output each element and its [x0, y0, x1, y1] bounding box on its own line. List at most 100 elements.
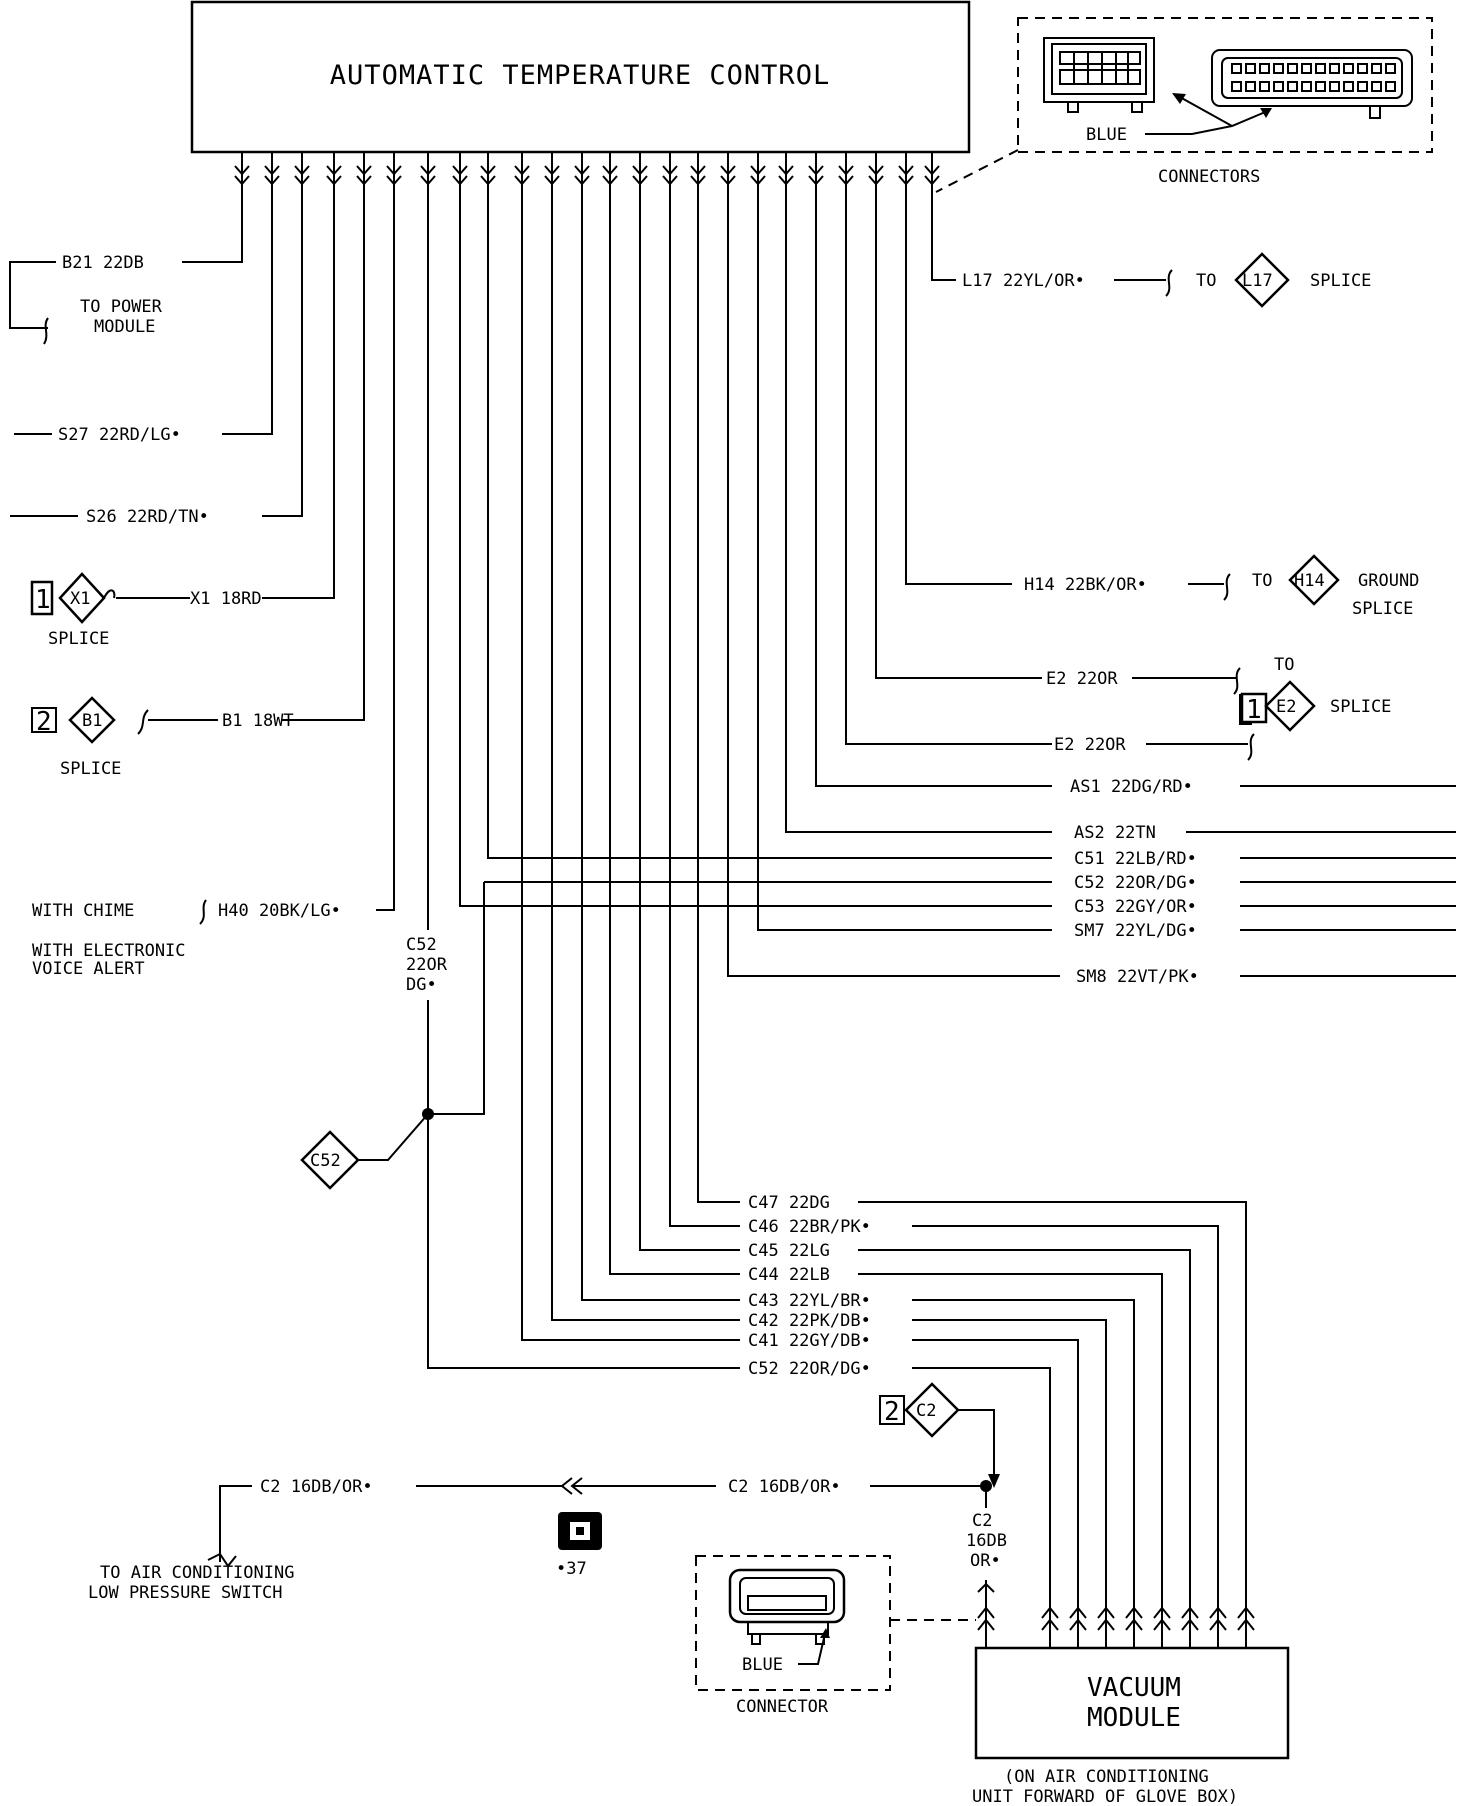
- vacuum-module-title-2: MODULE: [1087, 1703, 1181, 1733]
- wire-sm8: [727, 178, 1060, 977]
- wire-c42: [551, 178, 740, 1321]
- splice-c52: C52: [300, 1130, 360, 1190]
- wire-b1: [282, 178, 365, 721]
- b1-splice-label: SPLICE: [60, 759, 121, 779]
- wire-as2-label: AS2 22TN: [1074, 823, 1156, 843]
- c2-vert-2: 16DB: [966, 1531, 1007, 1551]
- connector-pin: [1245, 63, 1256, 74]
- c52-vert-1: C52: [406, 935, 437, 955]
- top-connectors-leader: [935, 149, 1019, 193]
- wire-c2a-label: C2 16DB/OR•: [260, 1477, 373, 1497]
- connector-pin: [1315, 63, 1326, 74]
- bottom-blue-label: BLUE: [742, 1655, 783, 1675]
- wire-c53-label: C53 22GY/OR•: [1074, 897, 1197, 917]
- connector-pin: [1371, 81, 1382, 92]
- wire-x1: [262, 178, 335, 599]
- h14-to-label: TO: [1252, 571, 1272, 591]
- connector-pin: [1287, 63, 1298, 74]
- connector-pin: [1231, 81, 1242, 92]
- wire-as1: [815, 178, 1052, 787]
- connector-pin: [1301, 63, 1312, 74]
- connector-pin: [1343, 63, 1354, 74]
- wire-c42-label: C42 22PK/DB•: [748, 1311, 871, 1331]
- wire-b21-ext: [9, 261, 56, 329]
- large-connector-icon: [1211, 49, 1413, 119]
- svg-text:X1: X1: [70, 589, 90, 609]
- wire-c44-label: C44 22LB: [748, 1265, 830, 1285]
- h14-ground-label: GROUND: [1358, 571, 1419, 591]
- wire-sm7-label: SM7 22YL/DG•: [1074, 921, 1197, 941]
- connector-pin: [1315, 81, 1326, 92]
- connector-pin: [1259, 63, 1270, 74]
- vacuum-module-box: [974, 1646, 1290, 1760]
- wire-h40: [376, 178, 395, 911]
- atc-module-title: AUTOMATIC TEMPERATURE CONTROL: [330, 60, 830, 91]
- svg-text:B1: B1: [82, 711, 102, 731]
- splice-h14: H14: [1288, 554, 1340, 606]
- connector-pin: [1343, 81, 1354, 92]
- c52-vert-3: DG•: [406, 975, 437, 995]
- wire-c46: [669, 178, 740, 1227]
- svg-text:C2: C2: [916, 1401, 936, 1421]
- wire-c53: [459, 178, 1052, 907]
- splice-e2: 1 E2: [1240, 680, 1316, 732]
- connector-pin: [1329, 81, 1340, 92]
- wire-as1-label: AS1 22DG/RD•: [1070, 777, 1193, 797]
- to-power-module-1: TO POWER: [80, 297, 163, 317]
- l17-splice-label: SPLICE: [1310, 271, 1371, 291]
- wire-c41-label: C41 22GY/DB•: [748, 1331, 871, 1351]
- wire-sm8-label: SM8 22VT/PK•: [1076, 967, 1199, 987]
- svg-text:H14: H14: [1294, 571, 1325, 591]
- ground-ref-label: •37: [556, 1559, 587, 1579]
- atc-pin-arrows: [234, 152, 940, 186]
- atc-module-box: [190, 0, 971, 154]
- splice-x1: 1 X1: [30, 572, 116, 624]
- wire-c45: [639, 178, 740, 1251]
- wire-c45-label: C45 22LG: [748, 1241, 830, 1261]
- wire-c52b-label: C52 22OR/DG•: [748, 1359, 871, 1379]
- vacuum-pin-arrows: [977, 1606, 1255, 1648]
- wire-e2-lower-label: E2 22OR: [1054, 735, 1126, 755]
- connector-pin: [1329, 63, 1340, 74]
- vacuum-location-1: (ON AIR CONDITIONING: [1004, 1767, 1209, 1787]
- bottom-connector-group: BLUE CONNECTOR: [695, 1555, 976, 1717]
- with-chime-label: WITH CHIME: [32, 901, 134, 921]
- wire-c43-label: C43 22YL/BR•: [748, 1291, 871, 1311]
- vacuum-location-2: UNIT FORWARD OF GLOVE BOX): [972, 1787, 1238, 1806]
- connector-pin: [1357, 63, 1368, 74]
- splice-b1: 2 B1: [31, 696, 116, 744]
- wire-c52-label: C52 22OR/DG•: [1074, 873, 1197, 893]
- x1-splice-label: SPLICE: [48, 629, 109, 649]
- wire-s27-label: S27 22RD/LG•: [58, 425, 181, 445]
- wire-sm7: [757, 178, 1052, 931]
- c52-vert-2: 22OR: [406, 955, 448, 975]
- wire-b1-label: B1 18WT: [222, 711, 294, 731]
- wire-as2: [785, 178, 1052, 833]
- c2-vert-1: C2: [972, 1511, 992, 1531]
- wire-c51-label: C51 22LB/RD•: [1074, 849, 1197, 869]
- top-blue-label: BLUE: [1086, 125, 1127, 145]
- wire-c51: [487, 178, 1052, 859]
- top-connectors-dashed-box: [1017, 17, 1433, 153]
- e2-to-label: TO: [1274, 655, 1294, 675]
- blue-pointer: [1145, 109, 1271, 135]
- wire-c43: [581, 178, 740, 1301]
- svg-text:2: 2: [884, 1397, 900, 1427]
- blue-connector-icon: [1043, 37, 1155, 113]
- splice-c2: 2 C2: [879, 1382, 960, 1438]
- b21-break: [43, 317, 49, 345]
- wire-h14: [905, 178, 1012, 585]
- e2-splice-label: SPLICE: [1330, 697, 1391, 717]
- wire-c44: [609, 178, 740, 1275]
- wire-l17: [931, 178, 956, 281]
- connector-pin: [1273, 81, 1284, 92]
- wire-x1-label: X1 18RD: [190, 589, 262, 609]
- large-connector-pins: [1231, 63, 1396, 92]
- connector-pin: [1357, 81, 1368, 92]
- wire-b21-label: B21 22DB: [62, 253, 144, 273]
- connector-pin: [1259, 81, 1270, 92]
- splice-l17: L17: [1234, 252, 1290, 308]
- wire-l17-label: L17 22YL/OR•: [962, 271, 1085, 291]
- wire-c47: [697, 178, 740, 1203]
